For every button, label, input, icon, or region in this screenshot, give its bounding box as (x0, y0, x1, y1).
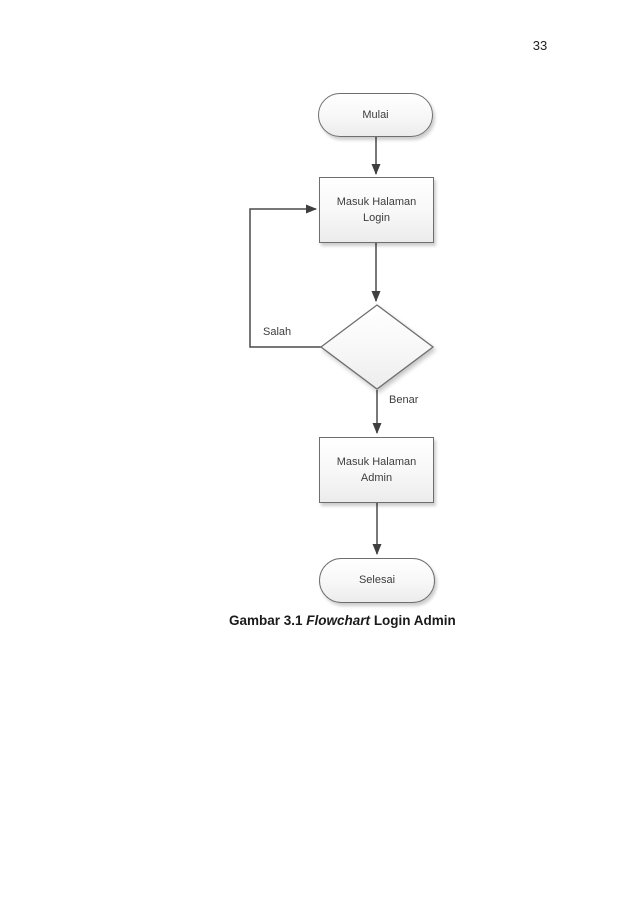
admin-page-node: Masuk Halaman Admin (319, 437, 434, 503)
start-node: Mulai (318, 93, 433, 137)
page-number: 33 (532, 38, 548, 53)
figure-caption: Gambar 3.1 Flowchart Login Admin (229, 613, 456, 628)
edge-label-salah: Salah (263, 326, 292, 338)
decision-node (319, 304, 435, 390)
login-page-node-label: Masuk Halaman Login (336, 195, 417, 225)
end-node-label: Selesai (358, 574, 396, 587)
start-node-label: Mulai (362, 108, 389, 121)
figure-caption-prefix: Gambar 3.1 (229, 613, 307, 628)
edge-label-benar: Benar (389, 394, 419, 406)
admin-page-node-label: Masuk Halaman Admin (336, 455, 417, 485)
figure-caption-suffix: Login Admin (370, 613, 456, 628)
login-page-node: Masuk Halaman Login (319, 177, 434, 243)
end-node: Selesai (319, 558, 435, 603)
figure-caption-italic-word: Flowchart (306, 613, 371, 628)
